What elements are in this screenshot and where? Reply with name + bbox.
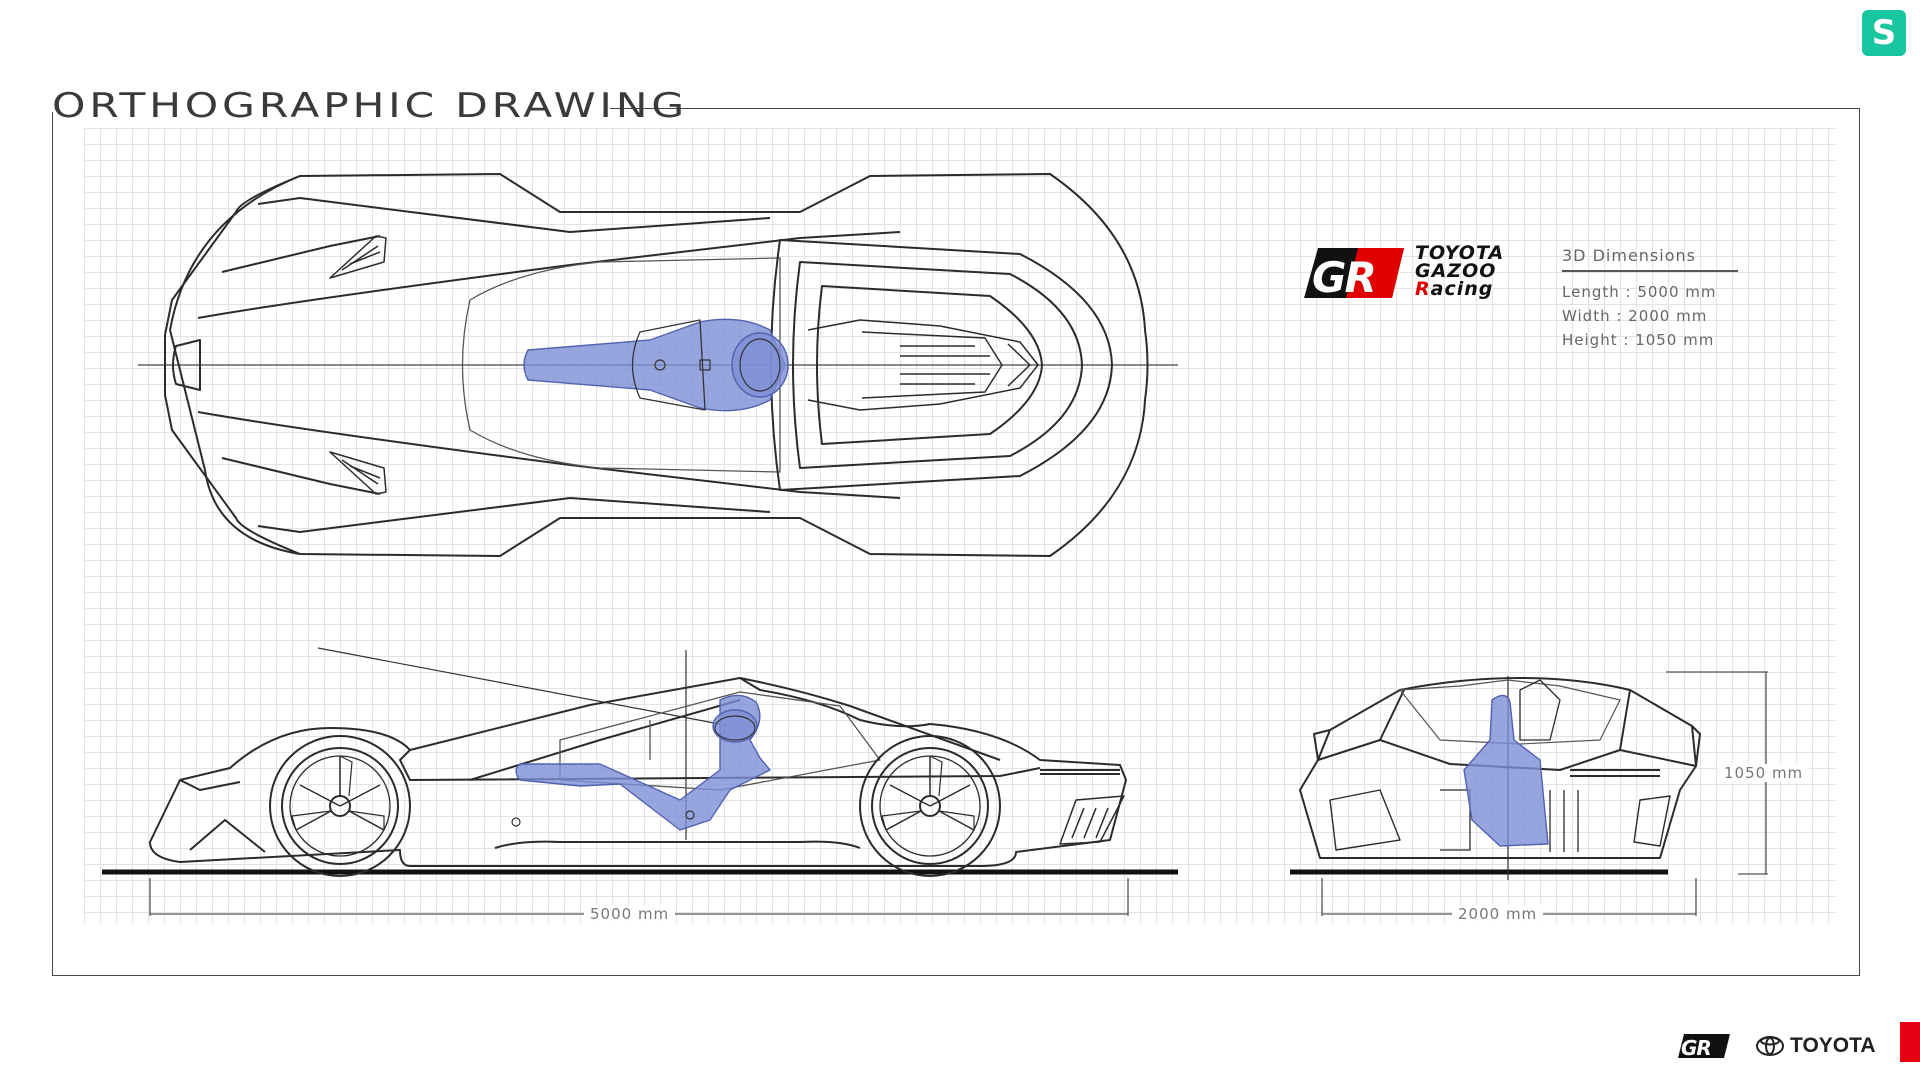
svg-text:GR: GR (1312, 253, 1375, 302)
dimension-width-label: 2000 mm (1452, 905, 1544, 923)
footer-toyota-wordmark: TOYOTA (1790, 1034, 1876, 1057)
specs-title: 3D Dimensions (1562, 246, 1696, 265)
svg-text:GR: GR (1681, 1036, 1711, 1060)
gr-brand-mark: GR (1304, 248, 1404, 302)
brand-racing-rest: acing (1430, 278, 1494, 300)
dimension-length-label: 5000 mm (584, 905, 676, 923)
dimension-height-label: 1050 mm (1718, 764, 1810, 782)
toyota-emblem-icon (1756, 1036, 1784, 1056)
frame-title-gap (50, 104, 610, 112)
footer-red-mark (1900, 1022, 1920, 1062)
corner-logo-icon (1862, 10, 1906, 56)
corner-logo-letter: S (1871, 13, 1897, 53)
brand-line-toyota: TOYOTA (1415, 242, 1505, 264)
brand-line-gazoo: GAZOO (1415, 260, 1497, 282)
toyota-gazoo-racing-text: TOYOTA GAZOO Racing (1415, 242, 1505, 300)
page-title: ORTHOGRAPHIC DRAWING (52, 86, 688, 126)
front-view (1290, 671, 1768, 916)
brand-line-racing: Racing (1415, 278, 1504, 300)
blueprint-grid (84, 128, 1836, 924)
specs-divider (1562, 270, 1738, 272)
spec-length: Length : 5000 mm (1562, 283, 1717, 301)
footer-gr-logo: GR (1678, 1034, 1730, 1060)
top-view (138, 173, 1178, 557)
brand-racing-r: R (1415, 278, 1431, 300)
side-view (102, 647, 1178, 916)
drawing-frame (52, 108, 1860, 976)
spec-width: Width : 2000 mm (1562, 307, 1708, 325)
spec-height: Height : 1050 mm (1562, 331, 1715, 349)
